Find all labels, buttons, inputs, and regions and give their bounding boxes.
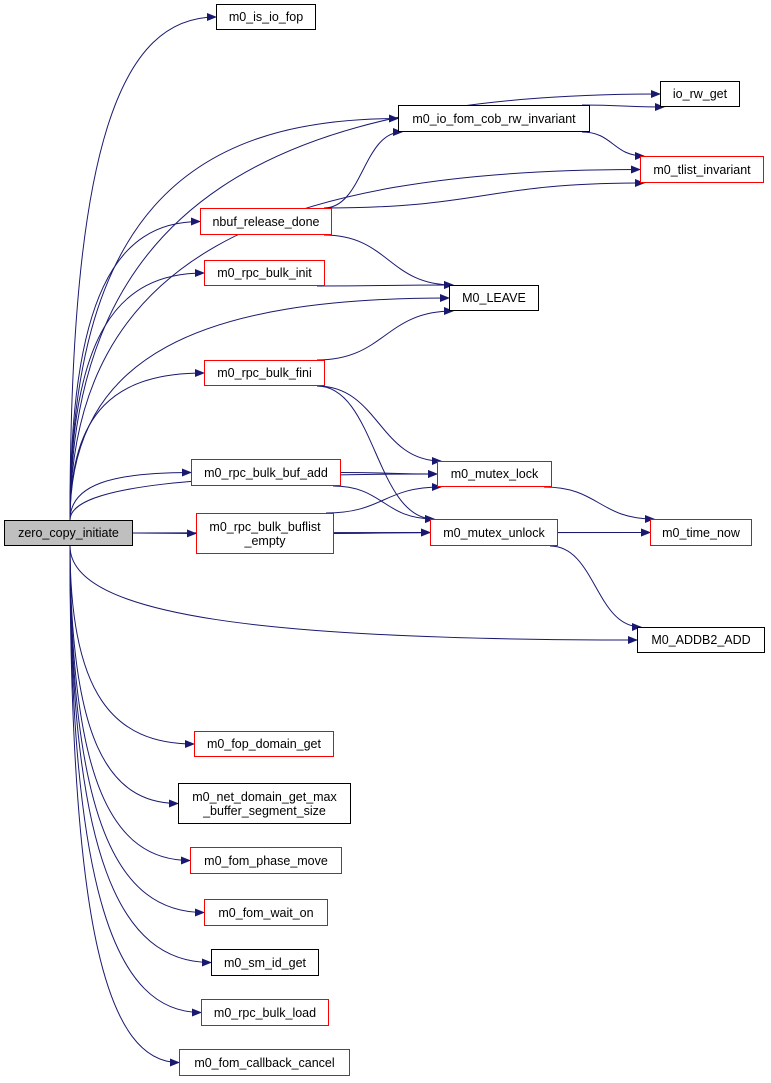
edge-root-to-addb2 [69, 545, 638, 644]
node-label: M0_ADDB2_ADD [651, 633, 751, 647]
edge-bulk_fini-to-mutex_unlock [316, 385, 435, 523]
edge-buf_add-to-mutex_lock [340, 469, 438, 478]
edge-bulk_init-to-leave [316, 281, 454, 290]
node-label: m0_sm_id_get [224, 955, 306, 970]
edge-root-to-io_rw_get [69, 90, 661, 521]
node-cob-inv[interactable]: m0_io_fom_cob_rw_invariant [398, 105, 590, 132]
node-phase-move[interactable]: m0_fom_phase_move [190, 847, 342, 874]
node-time-now[interactable]: m0_time_now [650, 519, 752, 546]
node-mutex-unlock[interactable]: m0_mutex_unlock [430, 519, 558, 546]
edge-cob_inv-to-tlist_inv [581, 131, 645, 160]
node-label: m0_time_now [662, 525, 740, 540]
edge-root-to-mutex_lock [69, 470, 438, 521]
node-label: m0_tlist_invariant [653, 162, 751, 177]
edge-nbuf-to-tlist_inv [323, 179, 645, 209]
node-label: m0_mutex_unlock [443, 525, 545, 540]
node-net-domain[interactable]: m0_net_domain_get_max_buffer_segment_siz… [178, 783, 351, 824]
node-root: zero_copy_initiate [4, 520, 133, 546]
node-label: m0_rpc_bulk_init [217, 266, 312, 280]
edge-root-to-nbuf [69, 217, 201, 521]
edge-buflist-to-mutex_unlock [333, 528, 431, 537]
node-label: m0_fop_domain_get [207, 737, 321, 751]
node-label: m0_rpc_bulk_buf_add [204, 465, 328, 480]
node-bulk-fini[interactable]: m0_rpc_bulk_fini [204, 360, 325, 386]
edge-root-to-bulk_fini [69, 369, 205, 521]
node-tlist-inv[interactable]: m0_tlist_invariant [640, 156, 764, 183]
edge-root-to-bulk_load [69, 545, 202, 1017]
node-label: m0_rpc_bulk_buflist [209, 519, 321, 534]
node-label: nbuf_release_done [212, 214, 320, 229]
node-is-io-fop[interactable]: m0_is_io_fop [216, 4, 316, 30]
node-buflist[interactable]: m0_rpc_bulk_buflist_empty [196, 513, 334, 554]
node-label: _buffer_segment_size [203, 803, 326, 818]
node-label: m0_rpc_bulk_load [213, 1005, 317, 1020]
node-io-rw-get[interactable]: io_rw_get [660, 81, 740, 107]
edge-root-to-phase_move [69, 545, 191, 865]
edge-root-to-leave [69, 294, 450, 521]
node-cb-cancel[interactable]: m0_fom_callback_cancel [179, 1049, 350, 1076]
node-label: io_rw_get [672, 87, 728, 101]
node-leave[interactable]: M0_LEAVE [449, 285, 539, 311]
node-label: m0_fom_wait_on [218, 905, 314, 920]
edge-mutex_lock-to-time_now [543, 486, 655, 523]
node-buf-add[interactable]: m0_rpc_bulk_buf_add [191, 459, 341, 486]
edge-nbuf-to-leave [323, 234, 454, 289]
node-label: m0_fom_callback_cancel [194, 1055, 335, 1070]
edge-bulk_fini-to-mutex_lock [316, 385, 442, 465]
edge-bulk_fini-to-leave [316, 307, 454, 361]
node-label: m0_mutex_lock [450, 467, 539, 481]
node-nbuf[interactable]: nbuf_release_done [200, 208, 332, 235]
node-label: m0_net_domain_get_max [192, 789, 337, 804]
edge-buflist-to-mutex_lock [325, 483, 442, 514]
node-label: m0_is_io_fop [228, 10, 304, 24]
edge-mutex_unlock-to-addb2 [549, 545, 642, 631]
node-label: m0_io_fom_cob_rw_invariant [412, 111, 576, 126]
edge-nbuf-to-cob_inv [323, 128, 403, 209]
node-sm-id[interactable]: m0_sm_id_get [211, 949, 319, 976]
node-fop-domain[interactable]: m0_fop_domain_get [194, 731, 334, 757]
node-addb2[interactable]: M0_ADDB2_ADD [637, 627, 765, 653]
node-label: m0_rpc_bulk_fini [217, 366, 312, 380]
node-bulk-init[interactable]: m0_rpc_bulk_init [204, 260, 325, 286]
edge-root-to-wait_on [69, 545, 205, 917]
edge-root-to-buf_add [69, 468, 192, 521]
node-label: m0_fom_phase_move [204, 853, 328, 868]
node-bulk-load[interactable]: m0_rpc_bulk_load [201, 999, 329, 1026]
edge-cob_inv-to-io_rw_get [581, 102, 665, 111]
node-wait-on[interactable]: m0_fom_wait_on [204, 899, 328, 926]
edge-root-to-cb_cancel [69, 545, 180, 1067]
node-label: zero_copy_initiate [18, 526, 119, 540]
edge-root-to-sm_id [69, 545, 212, 967]
edge-root-to-is_io_fop [69, 13, 217, 521]
edge-root-to-bulk_init [69, 269, 205, 521]
node-label: _empty [244, 533, 286, 548]
edge-root-to-fop_domain [69, 545, 195, 748]
edge-root-to-net_domain [69, 545, 179, 808]
node-label: M0_LEAVE [462, 291, 526, 305]
node-mutex-lock[interactable]: m0_mutex_lock [437, 461, 552, 487]
edge-root-to-cob_inv [69, 114, 399, 521]
edge-root-to-tlist_inv [69, 165, 641, 521]
edge-buf_add-to-mutex_unlock [332, 485, 435, 523]
